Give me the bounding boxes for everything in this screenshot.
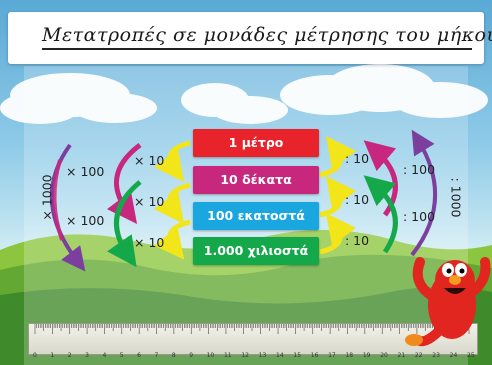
ruler-number: 8 (171, 352, 176, 359)
ruler-number: 6 (137, 352, 141, 359)
unit-centimeter: 100 εκατοστά (193, 202, 319, 230)
left-skip-label-2: × 100 (66, 213, 105, 228)
ruler-number: 5 (119, 352, 124, 359)
right-step-arrow-3 (319, 212, 356, 255)
ruler-number: 2 (67, 352, 72, 359)
ruler-number: 10 (206, 352, 215, 359)
right-step-label-3: : 10 (345, 233, 370, 248)
right-skip-label-1: : 100 (403, 162, 436, 177)
clouds (0, 64, 488, 124)
ruler-number: 19 (362, 352, 371, 359)
unit-meter-label: 1 μέτρο (228, 135, 284, 150)
unit-decimeter-label: 10 δέκατα (220, 172, 292, 187)
ruler-number: 13 (258, 352, 267, 359)
ruler-number: 4 (102, 352, 107, 359)
title-bar: Μετατροπές σε μονάδες μέτρησης του μήκου… (8, 12, 492, 64)
right-skip-label-2: : 100 (403, 209, 436, 224)
left-outer-arrow (49, 143, 86, 272)
ruler-number: 24 (449, 352, 458, 359)
ruler-number: 22 (414, 352, 423, 359)
left-step-label-2: × 10 (134, 194, 165, 209)
right-step-arrow-1 (319, 135, 356, 178)
ruler-number: 25 (467, 352, 475, 359)
left-step-arrow-1 (154, 140, 191, 183)
elmo-icon (405, 257, 491, 347)
left-step-arrow-2 (154, 182, 191, 225)
page-title: Μετατροπές σε μονάδες μέτρησης του μήκου… (42, 24, 492, 50)
ruler-number: 23 (432, 352, 440, 359)
left-inner-arc (52, 159, 64, 241)
ruler-number: 7 (154, 352, 159, 359)
ruler-number: 12 (241, 352, 249, 359)
left-step-arrow-3 (153, 219, 191, 260)
right-step-label-2: : 10 (345, 192, 370, 207)
right-step-arrow-2 (319, 175, 356, 218)
left-step-label-1: × 10 (134, 153, 165, 168)
ruler-number: 9 (189, 352, 194, 359)
right-outer-arrow (410, 129, 437, 257)
ruler-ticks (34, 324, 470, 334)
ruler-number: 14 (276, 352, 284, 359)
ruler-number: 15 (293, 352, 302, 359)
left-skip-arrow-2 (107, 180, 142, 268)
ruler-number: 3 (85, 352, 89, 359)
ruler-number: 21 (397, 352, 406, 359)
ruler-number: 0 (33, 352, 37, 359)
left-skip-label-1: × 100 (66, 164, 105, 179)
ruler-number: 18 (345, 352, 354, 359)
unit-millimeter: 1.000 χιλιοστά (193, 237, 319, 265)
right-skip-arrow-2 (363, 175, 398, 254)
unit-decimeter: 10 δέκατα (193, 166, 319, 194)
ruler-number: 16 (310, 352, 319, 359)
unit-millimeter-label: 1.000 χιλιοστά (203, 243, 309, 258)
unit-meter: 1 μέτρο (193, 129, 319, 157)
ruler-number: 1 (50, 352, 55, 359)
right-step-label-1: : 10 (345, 151, 370, 166)
left-step-label-3: × 10 (134, 235, 165, 250)
ruler-number: 11 (223, 352, 232, 359)
ruler-number: 17 (328, 352, 336, 359)
ruler-number: 20 (380, 352, 388, 359)
unit-centimeter-label: 100 εκατοστά (207, 208, 305, 223)
